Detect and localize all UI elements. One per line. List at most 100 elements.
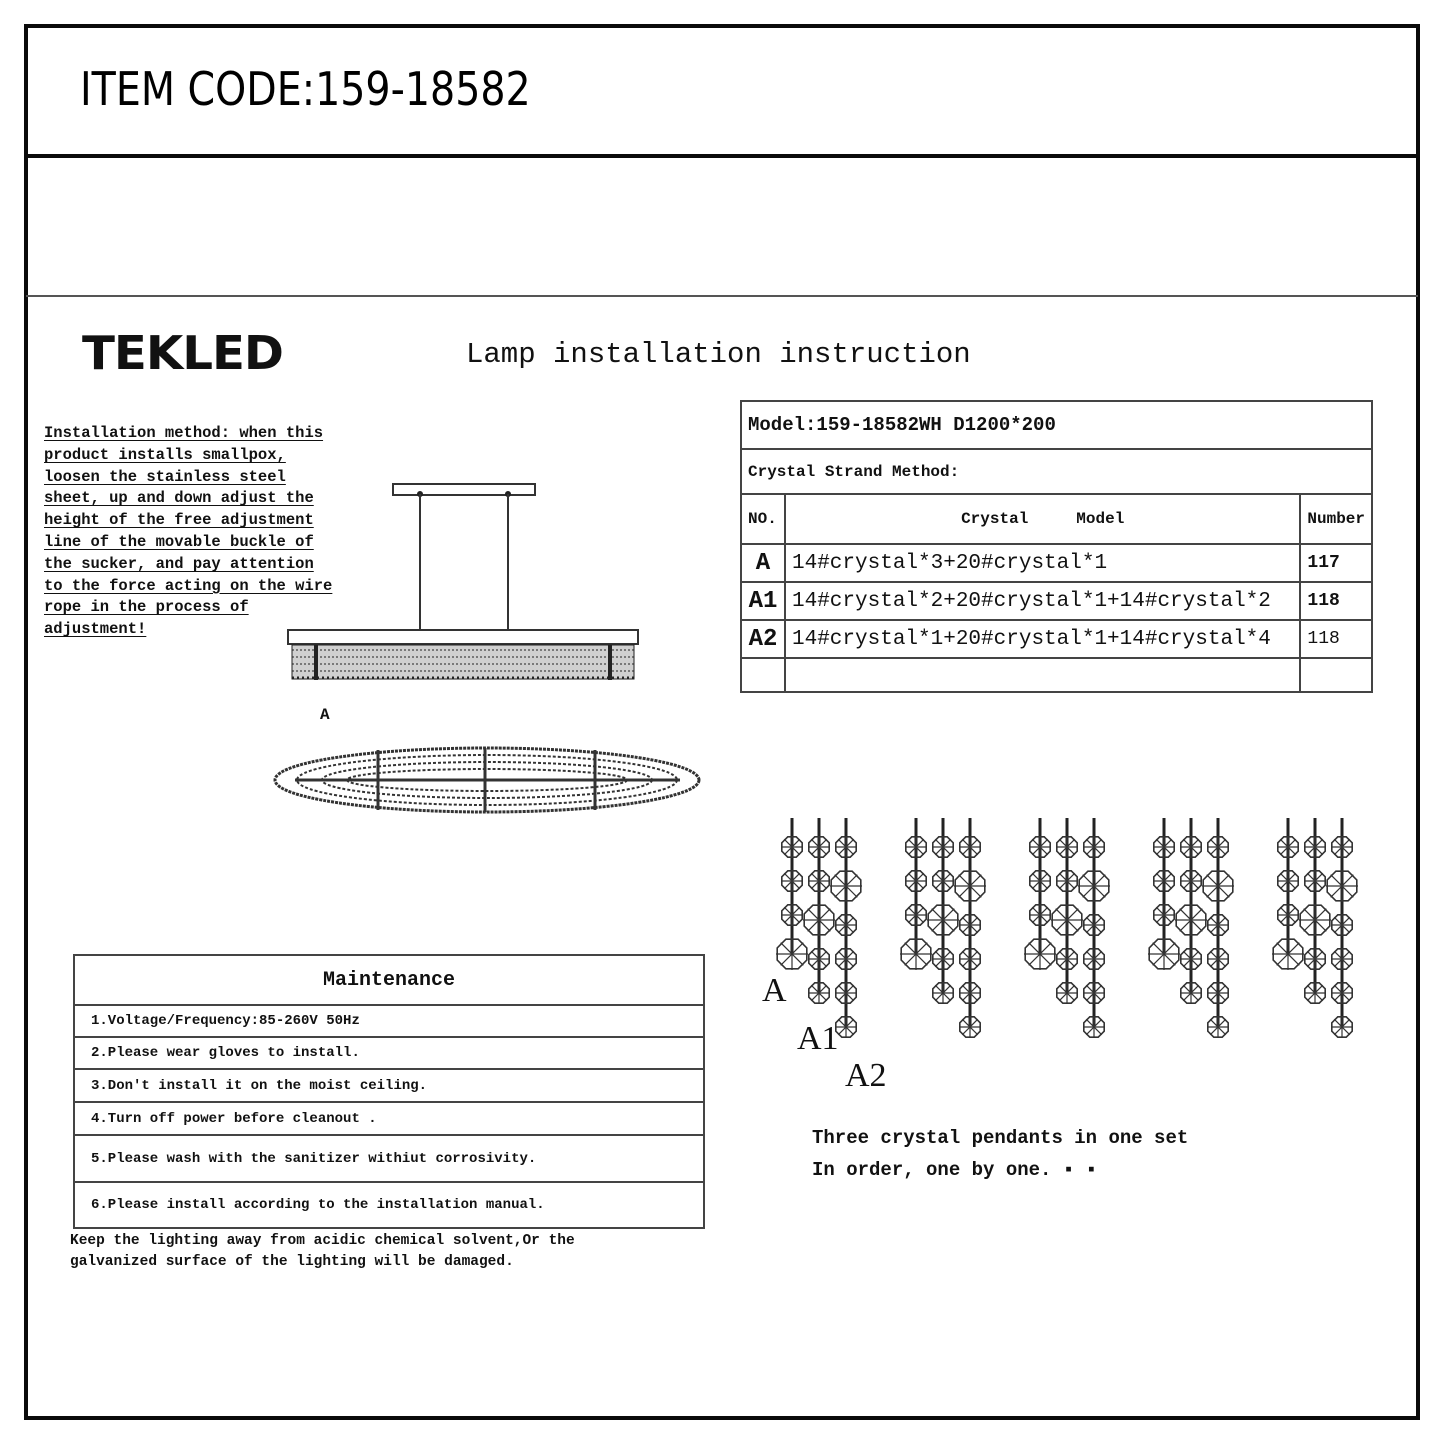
row-no: A: [740, 543, 786, 583]
crystal-octagon-icon: [1330, 914, 1354, 936]
maintenance-footnote: Keep the lighting away from acidic chemi…: [70, 1233, 575, 1270]
brand-logo: TEKLED: [82, 326, 284, 380]
crystal-octagon-icon: [932, 835, 954, 859]
top-plan-view: [273, 746, 701, 814]
item-code: ITEM CODE:159-18582: [80, 62, 531, 116]
crystal-octagon-icon: [835, 1016, 857, 1038]
maintenance-item: 6.Please install according to the instal…: [75, 1181, 703, 1227]
row-no: A2: [740, 619, 786, 659]
pendant-note-line1: Three crystal pendants in one set: [812, 1127, 1189, 1149]
crystal-octagon-icon: [1179, 948, 1203, 970]
table-row: A2 14#crystal*1+20#crystal*1+14#crystal*…: [740, 619, 1373, 659]
crystal-octagon-icon: [780, 869, 804, 892]
suspension-wires: [419, 494, 509, 630]
crystal-octagon-icon: [1055, 948, 1079, 970]
crystal-octagon-icon: [959, 835, 981, 859]
row-number: 118: [1299, 619, 1373, 659]
document-title: Lamp installation instruction: [466, 338, 971, 371]
crystal-octagon-icon: [1082, 1016, 1106, 1038]
maintenance-table: Maintenance 1.Voltage/Frequency:85-260V …: [73, 954, 705, 1229]
crystal-octagon-icon: [807, 948, 830, 970]
lamp-frame-bar: [287, 629, 639, 645]
drawing-label-a: A: [320, 706, 330, 724]
crystal-octagon-icon: [835, 835, 857, 859]
crystal-octagon-icon: [927, 904, 959, 936]
crystal-octagon-icon: [835, 982, 857, 1004]
pendant-label-a2: A2: [845, 1057, 887, 1094]
crystal-octagon-icon: [807, 982, 830, 1004]
table-row: A 14#crystal*3+20#crystal*1 117: [740, 543, 1373, 583]
crystal-octagon-icon: [780, 904, 804, 926]
crystal-octagon-icon: [1276, 869, 1300, 892]
crystal-octagon-icon: [1330, 1016, 1354, 1038]
crystal-octagon-icon: [1326, 870, 1358, 902]
crystal-octagon-icon: [1206, 914, 1230, 936]
crystal-octagon-icon: [1330, 835, 1354, 859]
crystal-octagon-icon: [1055, 869, 1079, 892]
crystal-octagon-icon: [835, 914, 857, 936]
pendant-note-line2: In order, one by one. ▪ ▪: [812, 1159, 1098, 1181]
crystal-octagon-icon: [905, 869, 927, 892]
ceiling-canopy: [392, 483, 536, 496]
model-spec: Model:159-18582WH D1200*200: [740, 400, 1373, 450]
page-frame: [24, 24, 1420, 1420]
crystal-octagon-icon: [830, 870, 862, 902]
crystal-octagon-icon: [1179, 869, 1203, 892]
table-row: A1 14#crystal*2+20#crystal*1+14#crystal*…: [740, 581, 1373, 621]
crystal-octagon-icon: [1152, 904, 1176, 926]
crystal-octagon-icon: [1276, 904, 1300, 926]
maintenance-item: 2.Please wear gloves to install.: [75, 1036, 703, 1068]
crystal-octagon-icon: [1028, 904, 1052, 926]
section-divider: [26, 295, 1418, 297]
crystal-octagon-icon: [1206, 948, 1230, 970]
crystal-pendants-diagram: [776, 818, 1358, 1038]
row-crystal-model: 14#crystal*1+20#crystal*1+14#crystal*4: [783, 619, 1302, 659]
maintenance-item: 5.Please wash with the sanitizer withiut…: [75, 1134, 703, 1181]
crystal-octagon-icon: [1202, 870, 1234, 902]
crystal-octagon-icon: [1152, 869, 1176, 892]
header-divider: [24, 154, 1420, 158]
maintenance-item: 1.Voltage/Frequency:85-260V 50Hz: [75, 1004, 703, 1036]
crystal-octagon-icon: [1330, 982, 1354, 1004]
crystal-octagon-icon: [1078, 870, 1110, 902]
row-no: A1: [740, 581, 786, 621]
crystal-octagon-icon: [1206, 982, 1230, 1004]
table-row-empty: [740, 657, 1373, 693]
col-header-no: NO.: [740, 493, 786, 545]
col-header-crystal-model: Crystal Model: [783, 493, 1302, 545]
crystal-octagon-icon: [1179, 835, 1203, 859]
crystal-octagon-icon: [932, 948, 954, 970]
crystal-curtain: [291, 644, 635, 680]
crystal-octagon-icon: [1055, 835, 1079, 859]
crystal-octagon-icon: [905, 835, 927, 859]
crystal-octagon-icon: [803, 904, 835, 936]
maintenance-item: 3.Don't install it on the moist ceiling.: [75, 1068, 703, 1101]
crystal-octagon-icon: [905, 904, 927, 926]
crystal-octagon-icon: [1028, 835, 1052, 859]
crystal-octagon-icon: [1303, 869, 1327, 892]
crystal-octagon-icon: [1206, 1016, 1230, 1038]
crystal-octagon-icon: [1055, 982, 1079, 1004]
crystal-octagon-icon: [1299, 904, 1331, 936]
crystal-octagon-icon: [1082, 948, 1106, 970]
crystal-octagon-icon: [1082, 914, 1106, 936]
strand-method-label: Crystal Strand Method:: [740, 448, 1373, 495]
crystal-octagon-icon: [959, 1016, 981, 1038]
row-crystal-model: 14#crystal*2+20#crystal*1+14#crystal*2: [783, 581, 1302, 621]
crystal-octagon-icon: [1028, 869, 1052, 892]
crystal-octagon-icon: [1206, 835, 1230, 859]
crystal-octagon-icon: [1330, 948, 1354, 970]
row-number: 117: [1299, 543, 1373, 583]
crystal-octagon-icon: [776, 938, 808, 970]
maintenance-item: 4.Turn off power before cleanout .: [75, 1101, 703, 1134]
crystal-octagon-icon: [1082, 982, 1106, 1004]
crystal-octagon-icon: [1272, 938, 1304, 970]
crystal-octagon-icon: [1051, 904, 1083, 936]
col-header-number: Number: [1299, 493, 1373, 545]
crystal-octagon-icon: [954, 870, 986, 902]
crystal-octagon-icon: [959, 982, 981, 1004]
crystal-octagon-icon: [1024, 938, 1056, 970]
row-number: 118: [1299, 581, 1373, 621]
crystal-octagon-icon: [1179, 982, 1203, 1004]
maintenance-title: Maintenance: [322, 968, 456, 992]
